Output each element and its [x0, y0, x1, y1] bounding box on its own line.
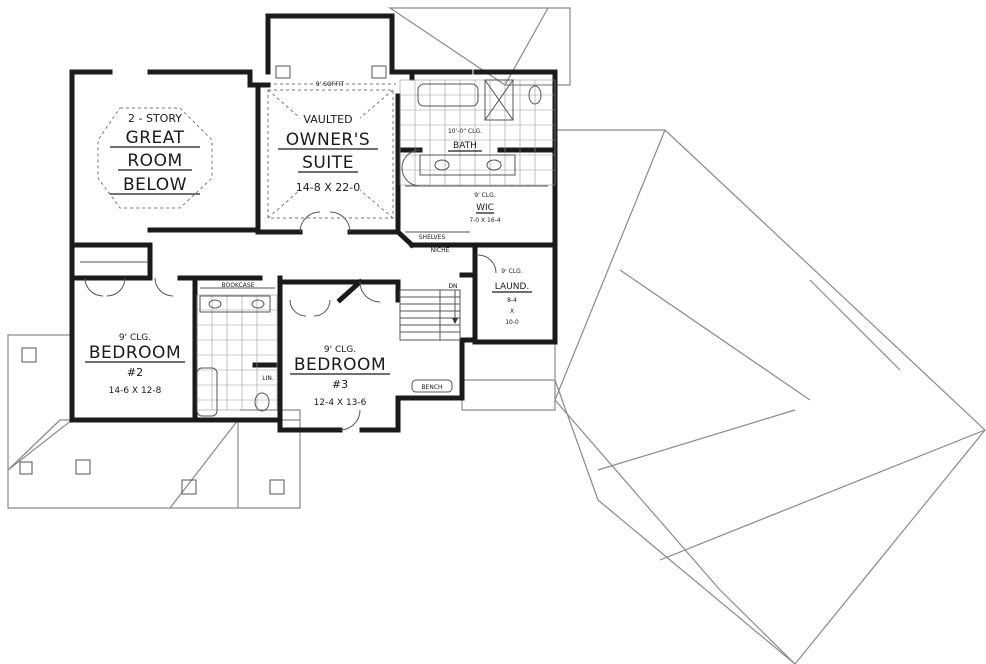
bedroom3-name: BEDROOM: [294, 355, 386, 375]
hall-bath-tile: [196, 294, 278, 417]
bedroom2-num: #2: [127, 366, 143, 379]
walls: [69, 69, 558, 433]
bath-label: 10'-0" CLG. BATH: [448, 128, 482, 152]
suite-bay: [265, 13, 396, 85]
shelves-label: SHELVES: [419, 234, 446, 241]
laundry-dim2: X: [510, 308, 514, 315]
bedroom2-label: 9' CLG. BEDROOM #2 14-6 X 12-8: [85, 333, 185, 396]
soffit-note: 9' SOFFIT: [316, 81, 345, 88]
wic-name: WIC: [476, 203, 494, 213]
great-room-label: 2 - STORY GREAT ROOM BELOW: [110, 112, 200, 195]
great-room-word1: GREAT: [126, 128, 185, 148]
bath-clg: 10'-0" CLG.: [448, 128, 482, 135]
bath-tile: [399, 79, 556, 186]
stair-down-label: DN: [448, 283, 457, 290]
suite-dims: 14-8 X 22-0: [296, 181, 360, 194]
linen-label: LIN.: [262, 375, 274, 382]
laundry-name: LAUND.: [495, 282, 530, 292]
wic-dims: 7-0 X 16-4: [469, 217, 501, 224]
great-room-ceiling-outline: [97, 107, 213, 209]
laundry-dim1: 8-4: [507, 297, 517, 304]
bedroom3-label: 9' CLG. BEDROOM #3 12-4 X 13-6: [290, 345, 390, 408]
bedroom3-dims: 12-4 X 13-6: [314, 398, 367, 408]
suite-owners: OWNER'S: [286, 130, 370, 150]
bedroom2-clg: 9' CLG.: [119, 333, 151, 343]
suite-word: SUITE: [302, 153, 354, 173]
misc-labels: BOOKCASE SHELVES NICHE DN BENCH LIN.: [222, 234, 458, 391]
bookcase-label: BOOKCASE: [222, 282, 255, 289]
porch-roof: [7, 334, 301, 509]
wic-clg: 9' CLG.: [474, 192, 496, 199]
bench: [411, 379, 453, 393]
bedroom3-clg: 9' CLG.: [324, 345, 356, 355]
great-room-word2: ROOM: [127, 151, 182, 171]
laundry-dim3: 10-0: [505, 319, 519, 326]
owners-suite-label: 9' SOFFIT VAULTED OWNER'S SUITE 14-8 X 2…: [278, 81, 378, 194]
bath-name: BATH: [453, 141, 477, 151]
bedroom2-name: BEDROOM: [89, 343, 181, 363]
stairs: [399, 289, 461, 341]
bedroom2-dims: 14-6 X 12-8: [109, 386, 162, 396]
wic-label: 9' CLG. WIC 7-0 X 16-4: [469, 192, 501, 224]
suite-vaulted: VAULTED: [303, 113, 352, 126]
roof-outline: [388, 7, 986, 664]
bedroom3-num: #3: [332, 378, 348, 391]
laundry-label: 9' CLG. LAUND. 8-4 X 10-0: [492, 268, 532, 326]
great-room-word3: BELOW: [123, 175, 187, 195]
bench-label: BENCH: [421, 384, 442, 391]
laundry-clg: 9' CLG.: [501, 268, 523, 275]
niche-label: NICHE: [431, 247, 450, 254]
doors: [80, 149, 548, 431]
suite-vault-outline: [267, 89, 394, 219]
great-room-story: 2 - STORY: [128, 112, 182, 125]
